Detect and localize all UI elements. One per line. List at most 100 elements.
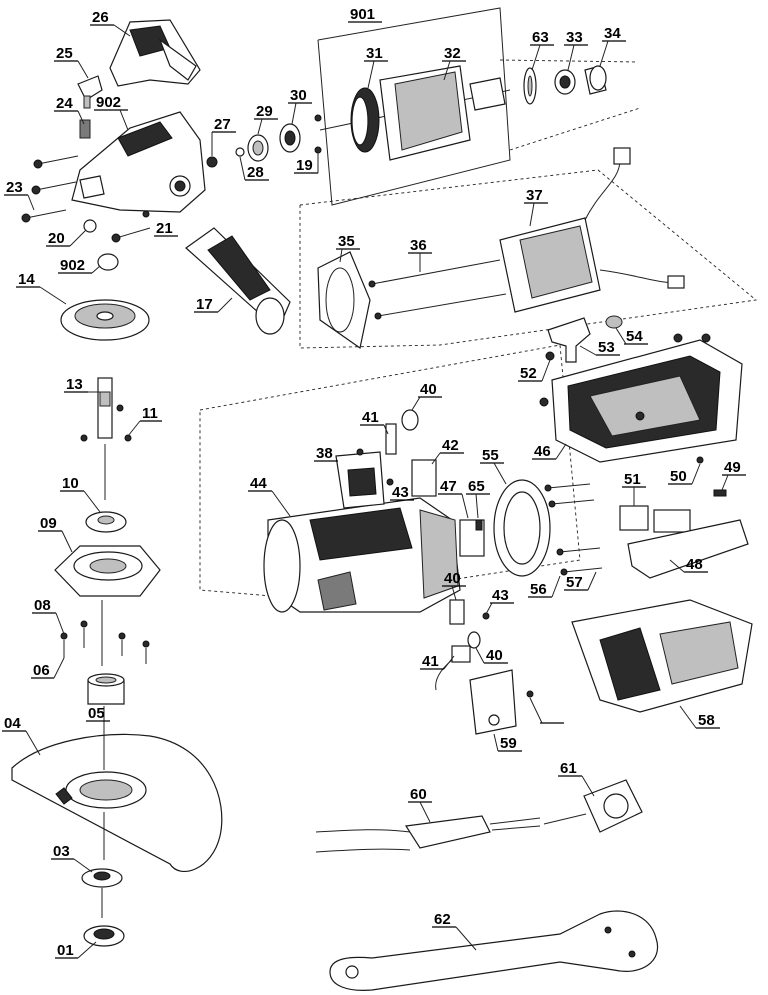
callout-17: 17 <box>196 296 213 313</box>
callout-37: 37 <box>526 187 543 204</box>
callout-14: 14 <box>18 271 35 288</box>
callout-51: 51 <box>624 471 641 488</box>
callout-60: 60 <box>410 786 427 803</box>
callout-03: 03 <box>53 843 70 860</box>
flange-screws-06-08 <box>60 600 150 666</box>
callout-23: 23 <box>6 179 23 196</box>
clip-20 <box>83 219 97 233</box>
armature-group-frame <box>317 7 641 206</box>
callout-43-top: 43 <box>392 484 409 501</box>
callout-35: 35 <box>338 233 355 250</box>
callout-902-spacer: 902 <box>60 257 85 274</box>
callout-33: 33 <box>566 29 583 46</box>
bearing-30 <box>279 123 301 153</box>
callout-06: 06 <box>33 662 50 679</box>
callout-25: 25 <box>56 45 73 62</box>
callout-41-top: 41 <box>362 409 379 426</box>
screws-56-57 <box>544 483 603 576</box>
callout-11: 11 <box>142 405 158 422</box>
spindle-lock-button-part <box>77 75 103 139</box>
callout-13: 13 <box>66 376 83 393</box>
callout-04: 04 <box>4 715 21 732</box>
callout-31: 31 <box>366 45 383 62</box>
callout-19: 19 <box>296 157 313 174</box>
armature-part <box>319 65 511 161</box>
callout-40-mid: 40 <box>444 570 461 587</box>
callout-50: 50 <box>670 468 687 485</box>
callout-27: 27 <box>214 116 231 133</box>
callout-08: 08 <box>34 597 51 614</box>
callout-59: 59 <box>500 735 517 752</box>
bearing-flange-part <box>54 545 161 597</box>
callout-29: 29 <box>256 103 273 120</box>
callout-55: 55 <box>482 447 499 464</box>
callout-49: 49 <box>724 459 741 476</box>
power-cable-60 <box>315 815 541 853</box>
callout-42: 42 <box>442 437 459 454</box>
sleeve-34 <box>584 65 607 95</box>
switch-assembly-48-51 <box>619 505 749 579</box>
callout-52: 52 <box>520 365 537 382</box>
callout-41-lower: 41 <box>422 653 439 670</box>
callout-38: 38 <box>316 445 333 462</box>
motor-housing-part <box>263 497 461 613</box>
callout-902-housing: 902 <box>96 94 121 111</box>
rear-housing-46 <box>551 339 743 463</box>
mains-plug-61 <box>543 779 643 833</box>
callout-57: 57 <box>566 574 583 591</box>
callout-26: 26 <box>92 9 109 26</box>
callout-44: 44 <box>250 475 267 492</box>
screw-21 <box>111 210 151 243</box>
callout-36: 36 <box>410 237 427 254</box>
callout-09: 09 <box>40 515 57 532</box>
callout-10: 10 <box>62 475 79 492</box>
callout-48: 48 <box>686 556 703 573</box>
handle-cover-58 <box>571 599 753 713</box>
callout-901: 901 <box>350 6 375 23</box>
callout-53: 53 <box>598 339 615 356</box>
callout-56: 56 <box>530 581 547 598</box>
callout-labels: 01 03 04 05 06 08 09 10 11 13 14 17 <box>2 6 746 959</box>
callout-30: 30 <box>290 87 307 104</box>
callout-01: 01 <box>57 942 74 959</box>
bearing-29 <box>247 134 269 162</box>
screws-19 <box>314 114 322 154</box>
brush-parts-40-41-42 <box>356 409 437 497</box>
screws-52 <box>539 333 711 421</box>
callout-32: 32 <box>444 45 461 62</box>
callout-65: 65 <box>468 478 485 495</box>
callout-40-top: 40 <box>420 381 437 398</box>
callout-21: 21 <box>156 220 173 237</box>
callout-05: 05 <box>88 705 105 722</box>
callout-62: 62 <box>434 911 451 928</box>
bearing-33 <box>554 69 576 95</box>
clamp-nut-01 <box>83 925 125 947</box>
inner-flange-03 <box>81 868 123 918</box>
fan-baffle-part <box>317 251 371 350</box>
switch-lever-53 <box>547 317 591 363</box>
stator-part <box>499 147 685 313</box>
callout-40-lower: 40 <box>486 647 503 664</box>
part-49-50 <box>696 456 727 497</box>
collar-05 <box>87 673 125 705</box>
callout-46: 46 <box>534 443 551 460</box>
callout-24: 24 <box>56 95 73 112</box>
screw-set-23 <box>21 155 79 223</box>
stator-screws-36 <box>368 259 507 320</box>
callout-61: 61 <box>560 760 577 777</box>
bearing-10 <box>85 511 127 533</box>
bevel-gear-part <box>60 299 150 341</box>
side-handle-part <box>185 227 291 335</box>
spacer-902 <box>97 253 119 271</box>
gear-housing-part <box>71 111 206 213</box>
capacitor-47 <box>459 519 485 557</box>
wheel-guard-part <box>11 706 223 873</box>
brush-cover-59 <box>469 669 534 735</box>
bearing-27-28 <box>206 147 245 168</box>
brush-holder-38 <box>335 451 385 509</box>
callout-63: 63 <box>532 29 549 46</box>
callout-28: 28 <box>247 164 264 181</box>
callout-43-lower: 43 <box>492 587 509 604</box>
